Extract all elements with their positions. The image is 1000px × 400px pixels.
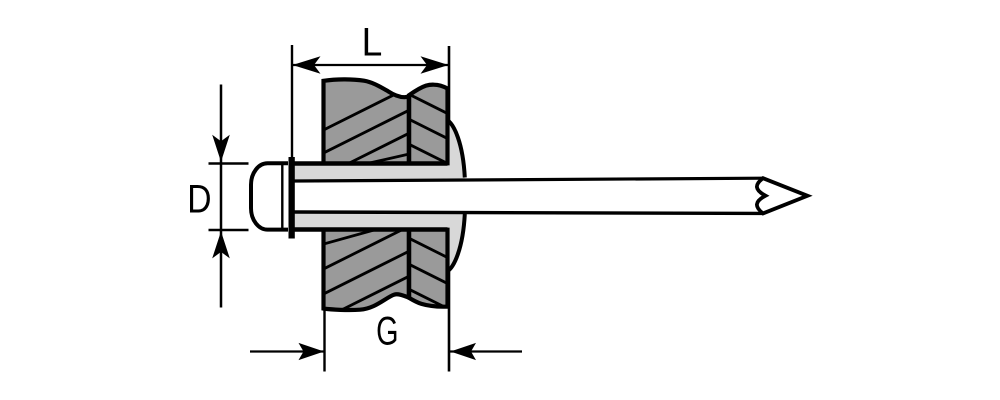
svg-text:G: G [376, 309, 398, 354]
svg-text:D: D [187, 177, 211, 221]
svg-text:L: L [362, 20, 383, 65]
